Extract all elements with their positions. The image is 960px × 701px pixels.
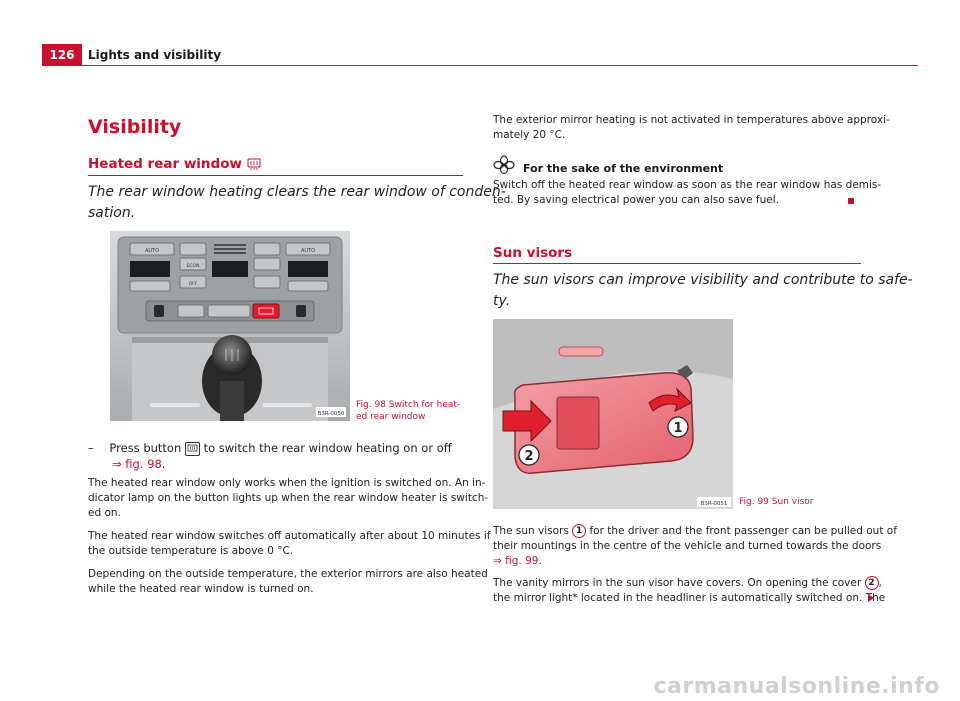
figure-99-caption: Fig. 99 Sun visor <box>739 497 814 507</box>
environment-heading-text: For the sake of the environment <box>523 162 724 175</box>
lead-line: The sun visors can improve visibility an… <box>493 272 913 288</box>
figure-98-caption: Fig. 98 Switch for heat- ed rear window <box>356 399 460 423</box>
paragraph-text: The sun visors <box>493 525 569 537</box>
section-end-marker <box>848 198 854 204</box>
paragraph-mirror-temperature: The exterior mirror heating is not activ… <box>493 113 890 143</box>
paragraph-line: ed on. <box>88 507 121 519</box>
page-title: Visibility <box>88 116 182 138</box>
rear-window-button-icon <box>184 441 200 456</box>
lead-line: The rear window heating clears the rear … <box>88 184 506 200</box>
environment-leaf-icon <box>493 155 515 175</box>
figure-99-tag: B3R-0051 <box>701 501 728 507</box>
bullet-text: to switch the rear window heating on or … <box>203 441 452 455</box>
paragraph-mirror-heating: Depending on the outside temperature, th… <box>88 567 488 597</box>
figure-98-link[interactable]: ⇒ fig. 98 <box>112 457 162 471</box>
paragraph-line: the mirror light* located in the headlin… <box>493 592 886 604</box>
paragraph-text: for the driver and the front passenger c… <box>589 525 897 537</box>
bullet-text: Press button <box>109 441 182 455</box>
callout-1-ref: 1 <box>572 524 587 538</box>
paragraph-auto-switch-off: The heated rear window switches off auto… <box>88 529 490 559</box>
watermark: carmanualsonline.info <box>653 674 940 699</box>
paragraph-line: The heated rear window switches off auto… <box>88 530 491 542</box>
heading-sun-visors: Sun visors <box>493 245 573 261</box>
paragraph-line: mately 20 °C. <box>493 129 566 141</box>
continue-arrow-icon <box>868 594 874 602</box>
heading-divider <box>493 263 861 264</box>
caption-line: Fig. 98 Switch for heat- <box>356 400 461 410</box>
page-number: 126 <box>42 44 82 66</box>
paragraph-line: their mountings in the centre of the veh… <box>493 540 882 552</box>
paragraph-text: , <box>878 577 882 589</box>
figure-98-tag: B3R-0050 <box>318 411 345 417</box>
heading-heated-rear-window-label: Heated rear window <box>88 156 242 172</box>
paragraph-line: the outside temperature is above 0 °C. <box>88 545 294 557</box>
auto-left-label: AUTO <box>145 248 159 254</box>
lead-text: The rear window heating clears the rear … <box>88 182 506 224</box>
auto-right-label: AUTO <box>301 248 315 254</box>
paragraph-period: . <box>538 555 542 567</box>
lead-text: The sun visors can improve visibility an… <box>493 270 913 312</box>
figure-98-climate-panel: AUTO ECON OFF AUTO <box>110 231 350 421</box>
rear-window-heater-icon <box>247 158 261 170</box>
paragraph-heated-window-info: The heated rear window only works when t… <box>88 476 488 521</box>
paragraph-line: ted. By saving electrical power you can … <box>493 194 779 206</box>
paragraph-line: Depending on the outside temperature, th… <box>88 568 488 580</box>
bullet-dash: – <box>88 441 94 455</box>
paragraph-line: The exterior mirror heating is not activ… <box>493 114 890 126</box>
heading-divider <box>88 175 463 176</box>
paragraph-sun-visor-use: The sun visors 1 for the driver and the … <box>493 524 897 569</box>
paragraph-vanity-mirror: The vanity mirrors in the sun visor have… <box>493 576 885 606</box>
caption-line: ed rear window <box>356 412 426 422</box>
heading-heated-rear-window: Heated rear window <box>88 156 261 172</box>
paragraph-line: while the heated rear window is turned o… <box>88 583 314 595</box>
off-label: OFF <box>189 281 198 287</box>
figure-99-link[interactable]: ⇒ fig. 99 <box>493 555 539 567</box>
callout-2: 2 <box>524 449 533 464</box>
paragraph-text: The vanity mirrors in the sun visor have… <box>493 577 862 589</box>
callout-1: 1 <box>673 421 682 436</box>
header-divider <box>82 65 918 66</box>
environment-note-text: Switch off the heated rear window as soo… <box>493 178 881 208</box>
paragraph-line: Switch off the heated rear window as soo… <box>493 179 882 191</box>
environment-note-heading: For the sake of the environment <box>493 155 723 175</box>
figure-99-sun-visor: 1 2 B3R-0051 <box>493 319 733 509</box>
sun-visor-illustration: 1 2 B3R-0051 <box>493 319 733 509</box>
econ-label: ECON <box>187 263 200 269</box>
instruction-bullet: – Press button to switch the rear window… <box>88 440 452 472</box>
callout-2-ref: 2 <box>864 576 879 590</box>
paragraph-line: The heated rear window only works when t… <box>88 477 486 489</box>
bullet-period: . <box>161 457 166 471</box>
lead-line: ty. <box>493 293 511 309</box>
climate-panel-illustration: AUTO ECON OFF AUTO <box>110 231 350 421</box>
lead-line: sation. <box>88 205 136 221</box>
section-title: Lights and visibility <box>88 48 222 62</box>
paragraph-line: dicator lamp on the button lights up whe… <box>88 492 489 504</box>
